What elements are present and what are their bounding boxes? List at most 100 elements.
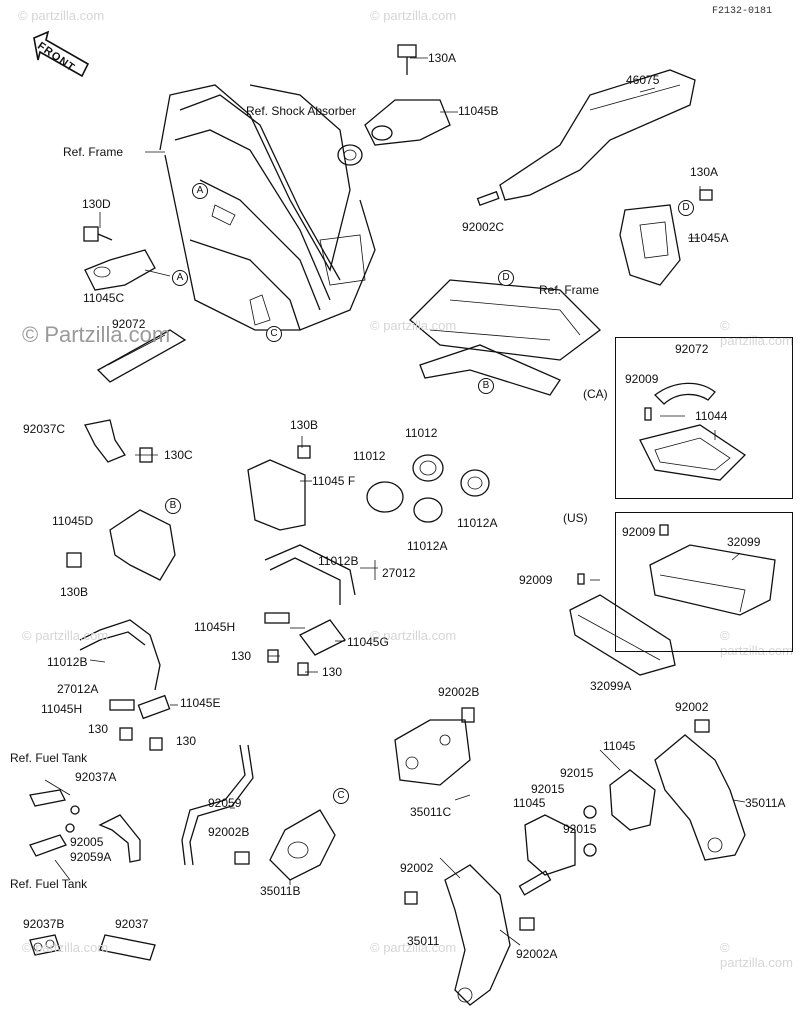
strap-46075-drawing: [476, 69, 696, 207]
ref-marker-c: C: [266, 326, 282, 342]
lower-frame-drawing: [409, 279, 601, 396]
part-label-92009: 92009: [519, 573, 553, 587]
bracket-35011a-drawing: [654, 719, 746, 861]
ref-fuel-tank-label: Ref. Fuel Tank: [10, 751, 88, 765]
part-label-92037b: 92037B: [23, 917, 65, 931]
part-label-46075: 46075: [626, 73, 660, 87]
front-arrow-icon: [33, 30, 90, 78]
part-label-92059: 92059: [208, 796, 242, 810]
main-frame-drawing: [159, 84, 376, 331]
part-label-11012b: 11012B: [318, 554, 359, 568]
part-label-27012: 27012: [382, 566, 416, 580]
part-label-130d: 130D: [82, 197, 111, 211]
hose-92059-drawing: [181, 744, 254, 866]
ref-marker-c: C: [333, 788, 349, 804]
bracket-35011c-drawing: [394, 707, 475, 786]
part-label-92002b: 92002B: [208, 825, 250, 839]
shock-mount-drawing: [337, 44, 451, 166]
harness-27012a-drawing: [79, 619, 171, 751]
part-label-92009: 92009: [625, 372, 659, 386]
leader-lines: [44, 57, 746, 946]
brackets-11045-drawing: [524, 769, 656, 876]
part-label-11012a: 11012A: [457, 516, 498, 530]
part-label-11012: 11012: [405, 426, 438, 440]
watermark-faint-9: © partzilla.com: [370, 940, 457, 955]
part-label-35011a: 35011A: [745, 796, 786, 810]
part-label-130: 130: [88, 722, 109, 736]
watermark-faint-4: © partzilla.com: [720, 318, 793, 348]
part-label-11045h: 11045H: [41, 702, 83, 716]
part-label-130b: 130B: [60, 585, 89, 599]
part-label-92015: 92015: [563, 822, 597, 836]
part-label-92002a: 92002A: [516, 947, 558, 961]
part-label-11045a: 11045A: [688, 231, 729, 245]
region-label-ca: (CA): [583, 387, 608, 401]
ref-frame-label: Ref. Frame: [63, 145, 124, 159]
part-label-32099a: 32099A: [590, 679, 632, 693]
watermark-faint-10: © partzilla.com: [720, 940, 793, 970]
part-label-35011: 35011: [407, 934, 440, 948]
part-label-92037a: 92037A: [75, 770, 117, 784]
part-label-92015: 92015: [531, 782, 565, 796]
ref-marker-b: B: [478, 378, 494, 394]
diagram-code: F2132-0181: [712, 6, 773, 17]
clip-92037c-drawing: [84, 419, 153, 463]
part-label-130b: 130B: [290, 418, 319, 432]
part-label-92037c: 92037C: [23, 422, 66, 436]
part-label-11045b: 11045B: [458, 104, 499, 118]
ref-frame-label: Ref. Frame: [539, 283, 600, 297]
part-label-92002: 92002: [675, 700, 709, 714]
part-label-11012b: 11012B: [47, 655, 88, 669]
watermark-faint-1: © partzilla.com: [18, 8, 105, 23]
watermark-faint-7: © partzilla.com: [720, 628, 793, 658]
ref-shock-absorber-label: Ref. Shock Absorber: [246, 104, 357, 118]
part-label-11045h: 11045H: [194, 620, 236, 634]
strap-92072-left-drawing: [96, 329, 187, 383]
part-label-11012a: 11012A: [407, 539, 448, 553]
wire-27012-drawing: [264, 544, 356, 676]
ref-marker-d: D: [678, 200, 694, 216]
part-label-92059a: 92059A: [70, 850, 112, 864]
part-label-130a: 130A: [690, 165, 719, 179]
ca-region-panel: [615, 337, 793, 499]
us-parts-drawing: [649, 524, 776, 616]
part-label-27012a: 27012A: [57, 682, 99, 696]
part-label-130: 130: [322, 665, 343, 679]
ref-marker-a: A: [172, 270, 188, 286]
part-label-92005: 92005: [70, 835, 104, 849]
watermark-faint-6: © partzilla.com: [22, 628, 109, 643]
part-label-92009: 92009: [622, 525, 656, 539]
ref-fuel-tank-label: Ref. Fuel Tank: [10, 877, 88, 891]
watermark-faint-8: © partzilla.com: [22, 940, 109, 955]
region-label-us: (US): [563, 511, 588, 525]
grommets-11012-drawing: [366, 454, 490, 523]
ref-marker-b: B: [165, 498, 181, 514]
part-label-11045d: 11045D: [52, 514, 94, 528]
part-label-92015: 92015: [560, 766, 594, 780]
part-label-11045f: 11045 F: [312, 474, 356, 488]
part-label-35011b: 35011B: [260, 884, 301, 898]
watermark-faint-2: © partzilla.com: [370, 8, 457, 23]
bracket-11045c-drawing: [83, 226, 156, 291]
part-label-92072: 92072: [112, 317, 146, 331]
cover-32099a-drawing: [569, 573, 676, 676]
watermark-faint-5: © partzilla.com: [370, 628, 457, 643]
part-label-11045: 11045: [513, 796, 546, 810]
bracket-35011-drawing: [404, 864, 552, 1006]
part-label-11044: 11044: [695, 409, 728, 423]
part-label-130: 130: [176, 734, 197, 748]
part-label-11012: 11012: [353, 449, 386, 463]
part-label-92002: 92002: [400, 861, 434, 875]
part-label-92037: 92037: [115, 917, 149, 931]
bracket-35011b-drawing: [234, 809, 336, 881]
part-label-11045e: 11045E: [180, 696, 221, 710]
part-label-11045g: 11045G: [347, 635, 389, 649]
part-label-11045: 11045: [603, 739, 636, 753]
watermark-main: © Partzilla.com: [22, 322, 171, 347]
part-label-130c: 130C: [164, 448, 193, 462]
ca-parts-drawing: [639, 382, 747, 481]
clips-92037-drawing: [29, 934, 156, 961]
watermark-faint-3: © partzilla.com: [370, 318, 457, 333]
bracket-11045d-drawing: [66, 509, 176, 581]
